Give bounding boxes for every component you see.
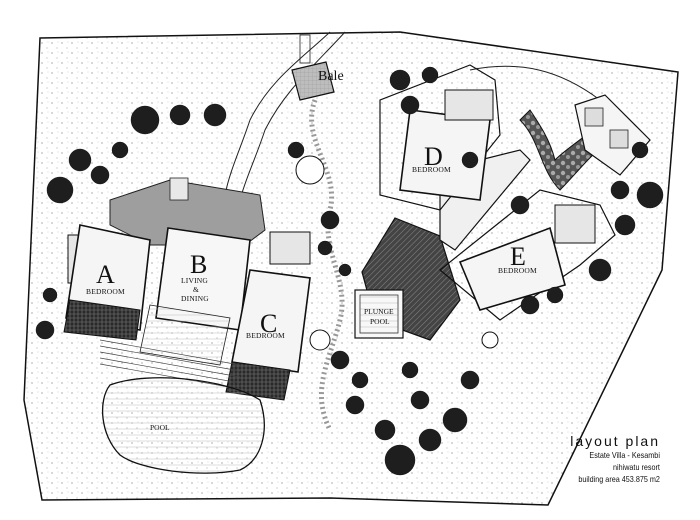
plunge-pool-label-line2: POOL	[370, 317, 390, 326]
garden-path	[309, 99, 345, 432]
trees	[35, 66, 664, 476]
room-d-letter: D	[424, 142, 443, 171]
main-pool: POOL	[101, 377, 265, 474]
room-d-label: BEDROOM	[412, 165, 451, 174]
room-e-letter: E	[510, 242, 526, 271]
bale-label: Bale	[318, 69, 344, 84]
plan-area: building area 453.875 m2	[578, 474, 660, 484]
pavilion-a: A BEDROOM	[63, 224, 151, 341]
room-b-letter: B	[190, 250, 207, 279]
room-a-letter: A	[96, 260, 115, 289]
plunge-pool-label-line1: PLUNGE	[364, 307, 394, 316]
room-b-label-line3: DINING	[181, 294, 209, 303]
room-b-label-line2: &	[193, 285, 199, 294]
plan-title: layout plan	[570, 433, 660, 449]
pavilion-d: D BEDROOM	[379, 64, 501, 211]
pavilion-b: B LIVING & DINING	[139, 227, 251, 366]
plan-project: Estate Villa - Kesambi	[589, 450, 660, 460]
plan-resort: nihiwatu resort	[613, 462, 660, 472]
room-c-letter: C	[260, 309, 277, 338]
room-b-label-line1: LIVING	[181, 276, 208, 285]
pavilion-e: E BEDROOM	[439, 189, 616, 321]
room-c-label: BEDROOM	[246, 331, 285, 340]
bale-pavilion: Bale	[291, 34, 344, 101]
plunge-pool-deck: PLUNGE POOL	[354, 217, 461, 341]
title-block: layout plan Estate Villa - Kesambi nihiw…	[564, 433, 660, 485]
room-a-label: BEDROOM	[86, 287, 125, 296]
service-building	[574, 94, 651, 176]
room-e-label: BEDROOM	[498, 266, 537, 275]
pool-label: POOL	[150, 423, 170, 432]
main-terrace	[109, 177, 266, 246]
driveway	[224, 31, 601, 201]
